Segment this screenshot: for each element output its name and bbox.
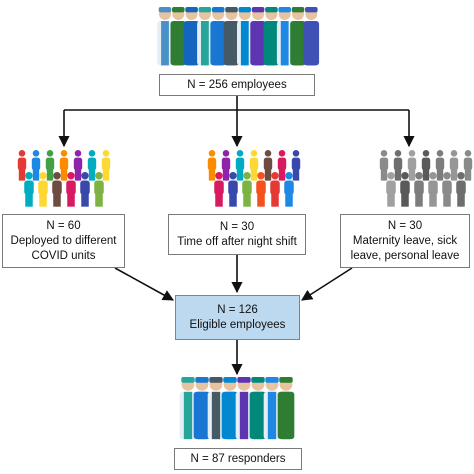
person-figure-icon	[228, 172, 238, 207]
medical-worker-icon	[197, 7, 213, 66]
person-figure-icon	[249, 150, 259, 181]
medical-staff-top-illustration-icon	[157, 7, 320, 66]
person-figure-icon	[52, 172, 62, 207]
branch-3-line-2: Maternity leave, sick	[352, 234, 458, 247]
medical-worker-icon	[183, 7, 200, 66]
person-figure-icon	[59, 150, 69, 181]
person-figure-icon	[221, 150, 231, 181]
person-figure-icon	[31, 150, 41, 181]
person-figure-icon	[207, 150, 217, 181]
medical-worker-icon	[263, 7, 280, 66]
connectors	[58, 96, 415, 376]
person-figure-icon	[393, 150, 403, 181]
medical-worker-icon	[263, 377, 281, 440]
responders-text: N = 87 responders	[190, 452, 286, 465]
person-figure-icon	[263, 150, 273, 181]
person-figure-icon	[277, 150, 287, 181]
person-figure-icon	[87, 150, 97, 181]
people-group-colorful-icon	[207, 150, 301, 207]
person-figure-icon	[45, 150, 55, 181]
person-figure-icon	[456, 172, 466, 207]
medical-worker-icon	[303, 7, 320, 66]
medical-worker-icon	[290, 7, 306, 66]
medical-worker-icon	[170, 7, 187, 66]
medical-worker-icon	[157, 7, 173, 66]
person-figure-icon	[400, 172, 410, 207]
branch-1-line-2: Deployed to different	[10, 234, 117, 247]
total-employees-box: N = 256 employees	[159, 74, 315, 96]
person-figure-icon	[94, 172, 104, 207]
person-figure-icon	[414, 172, 424, 207]
branch-1-line-1: N = 60	[46, 219, 81, 232]
branch-2-line-1: N = 30	[219, 220, 255, 233]
person-figure-icon	[101, 150, 111, 181]
person-figure-icon	[435, 150, 445, 181]
medical-worker-icon	[250, 7, 266, 66]
person-figure-icon	[428, 172, 438, 207]
person-figure-icon	[235, 150, 245, 181]
person-figure-icon	[242, 172, 252, 207]
person-figure-icon	[284, 172, 294, 207]
branch-2-line-2: Time off after night shift	[177, 235, 297, 248]
medical-worker-icon	[277, 377, 295, 440]
person-figure-icon	[463, 150, 473, 181]
person-figure-icon	[24, 172, 34, 207]
medical-worker-icon	[221, 377, 239, 440]
medical-staff-bottom-illustration-icon	[179, 377, 295, 440]
person-figure-icon	[73, 150, 83, 181]
branch-box-time-off: N = 30 Time off after night shift	[168, 214, 306, 255]
eligible-line-2: Eligible employees	[189, 318, 286, 331]
person-figure-icon	[66, 172, 76, 207]
medical-worker-icon	[210, 7, 226, 66]
person-figure-icon	[421, 150, 431, 181]
medical-worker-icon	[223, 7, 240, 66]
arrow-branch-1-to-eligible	[114, 267, 174, 301]
person-figure-icon	[256, 172, 266, 207]
eligible-employees-box: N = 126 Eligible employees	[175, 295, 300, 340]
medical-worker-icon	[193, 377, 211, 440]
people-group-gray-icon	[379, 150, 473, 207]
person-figure-icon	[38, 172, 48, 207]
person-figure-icon	[442, 172, 452, 207]
medical-worker-icon	[207, 377, 225, 440]
branch-box-leave: N = 30 Maternity leave, sick leave, pers…	[340, 214, 470, 268]
person-figure-icon	[270, 172, 280, 207]
branch-box-deployed: N = 60 Deployed to different COVID units	[2, 214, 125, 268]
responders-box: N = 87 responders	[174, 448, 302, 470]
branch-3-line-1: N = 30	[387, 219, 423, 232]
arrow-branch-3-to-eligible	[301, 267, 353, 301]
medical-worker-icon	[179, 377, 197, 440]
person-figure-icon	[449, 150, 459, 181]
medical-worker-icon	[249, 377, 267, 440]
person-figure-icon	[214, 172, 224, 207]
branch-1-line-3: COVID units	[31, 249, 96, 262]
person-figure-icon	[407, 150, 417, 181]
person-figure-icon	[291, 150, 301, 181]
person-figure-icon	[379, 150, 389, 181]
person-figure-icon	[80, 172, 90, 207]
person-figure-icon	[386, 172, 396, 207]
medical-worker-icon	[276, 7, 293, 66]
medical-worker-icon	[235, 377, 253, 440]
medical-worker-icon	[237, 7, 253, 66]
eligible-line-1: N = 126	[217, 303, 258, 316]
branch-3-line-3: leave, personal leave	[350, 249, 460, 262]
person-figure-icon	[17, 150, 27, 181]
people-group-colorful-icon	[17, 150, 111, 207]
total-employees-text: N = 256 employees	[187, 78, 287, 91]
